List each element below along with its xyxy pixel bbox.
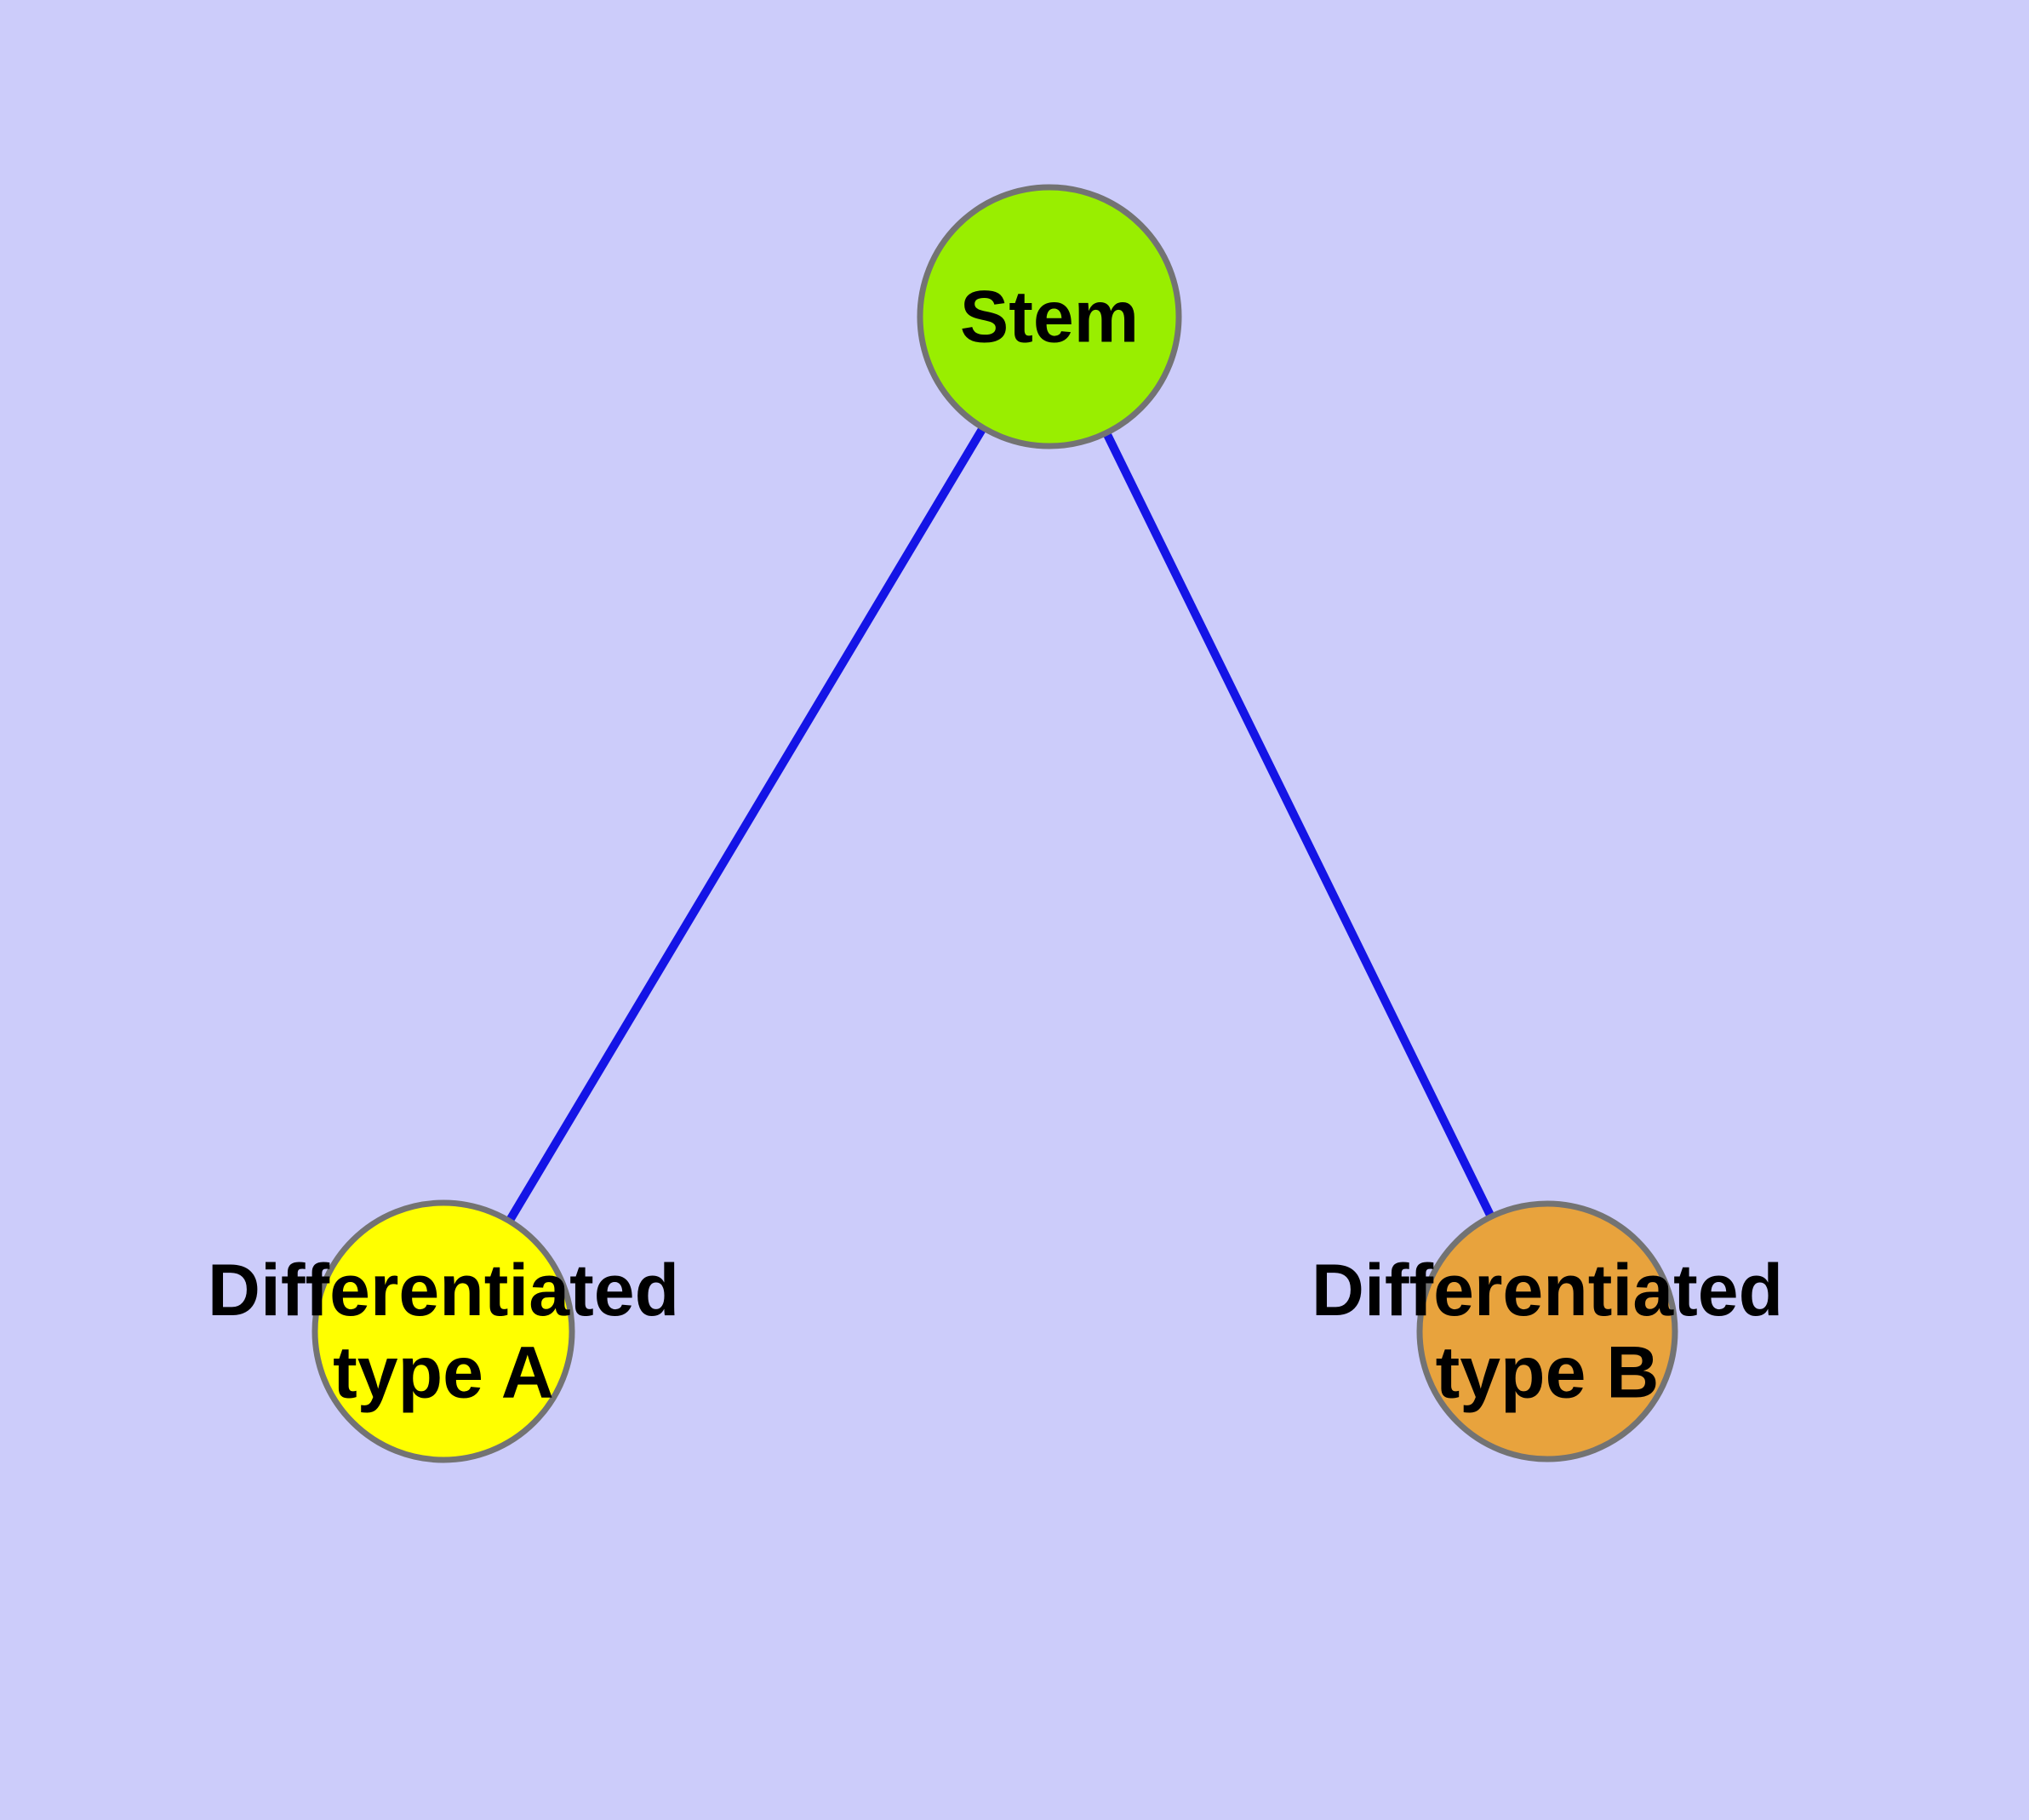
node-differentiated-type-a[interactable] bbox=[311, 1199, 575, 1463]
node-stem[interactable] bbox=[917, 184, 1182, 449]
node-label-line: Differentiated bbox=[208, 1250, 679, 1331]
node-label-line: type A bbox=[333, 1331, 554, 1413]
node-label-line: Differentiated bbox=[1312, 1250, 1783, 1331]
edge-stem-to-differentiated-type-a[interactable] bbox=[439, 314, 1054, 1334]
node-label-line: Stem bbox=[960, 276, 1139, 358]
node-differentiated-type-b[interactable] bbox=[1416, 1200, 1678, 1462]
node-label-stem: Stem bbox=[960, 276, 1139, 358]
node-label-line: type B bbox=[1436, 1331, 1660, 1413]
edge-stem-to-differentiated-type-b[interactable] bbox=[1045, 314, 1552, 1334]
edges-layer bbox=[439, 314, 1552, 1334]
nodes-layer bbox=[311, 184, 1678, 1463]
